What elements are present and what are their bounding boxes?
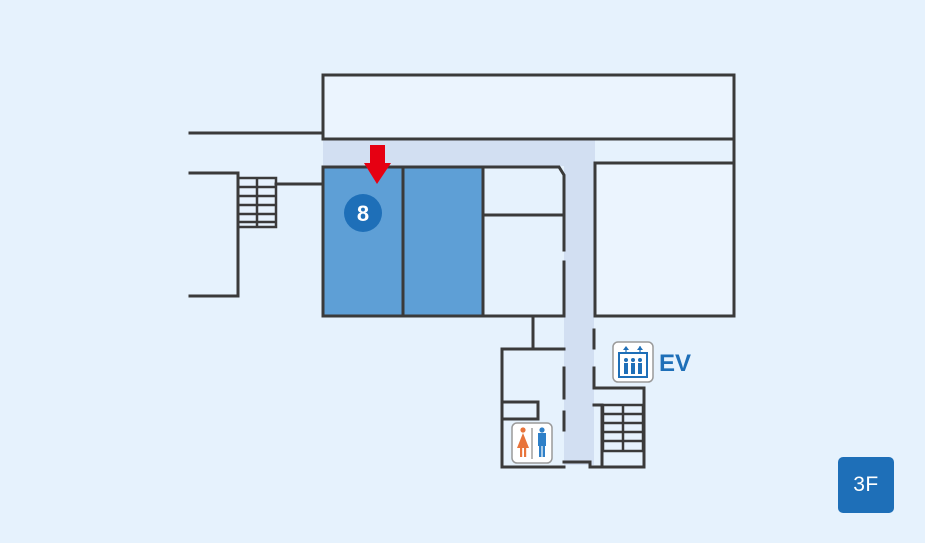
room-number-badge: 8: [344, 194, 382, 232]
room-8-adjacent: [401, 165, 485, 318]
room-number-label: 8: [357, 201, 369, 226]
staircase-right: [601, 403, 645, 453]
right-room-walls: [593, 137, 736, 318]
middle-rooms-walls: [481, 165, 566, 351]
elevator-icon[interactable]: [612, 341, 654, 383]
room-top-hall: [321, 73, 736, 141]
corridor-area: [323, 140, 595, 465]
red-down-arrow-icon: [364, 145, 391, 184]
restroom-icon[interactable]: [511, 422, 553, 464]
staircase-left: [236, 176, 278, 229]
restroom-block-walls: [500, 347, 604, 469]
floor-label-badge: 3F: [838, 457, 894, 513]
left-wing-walls: [188, 131, 325, 298]
elevator-label: EV: [659, 350, 691, 377]
room-8[interactable]: [321, 165, 405, 318]
